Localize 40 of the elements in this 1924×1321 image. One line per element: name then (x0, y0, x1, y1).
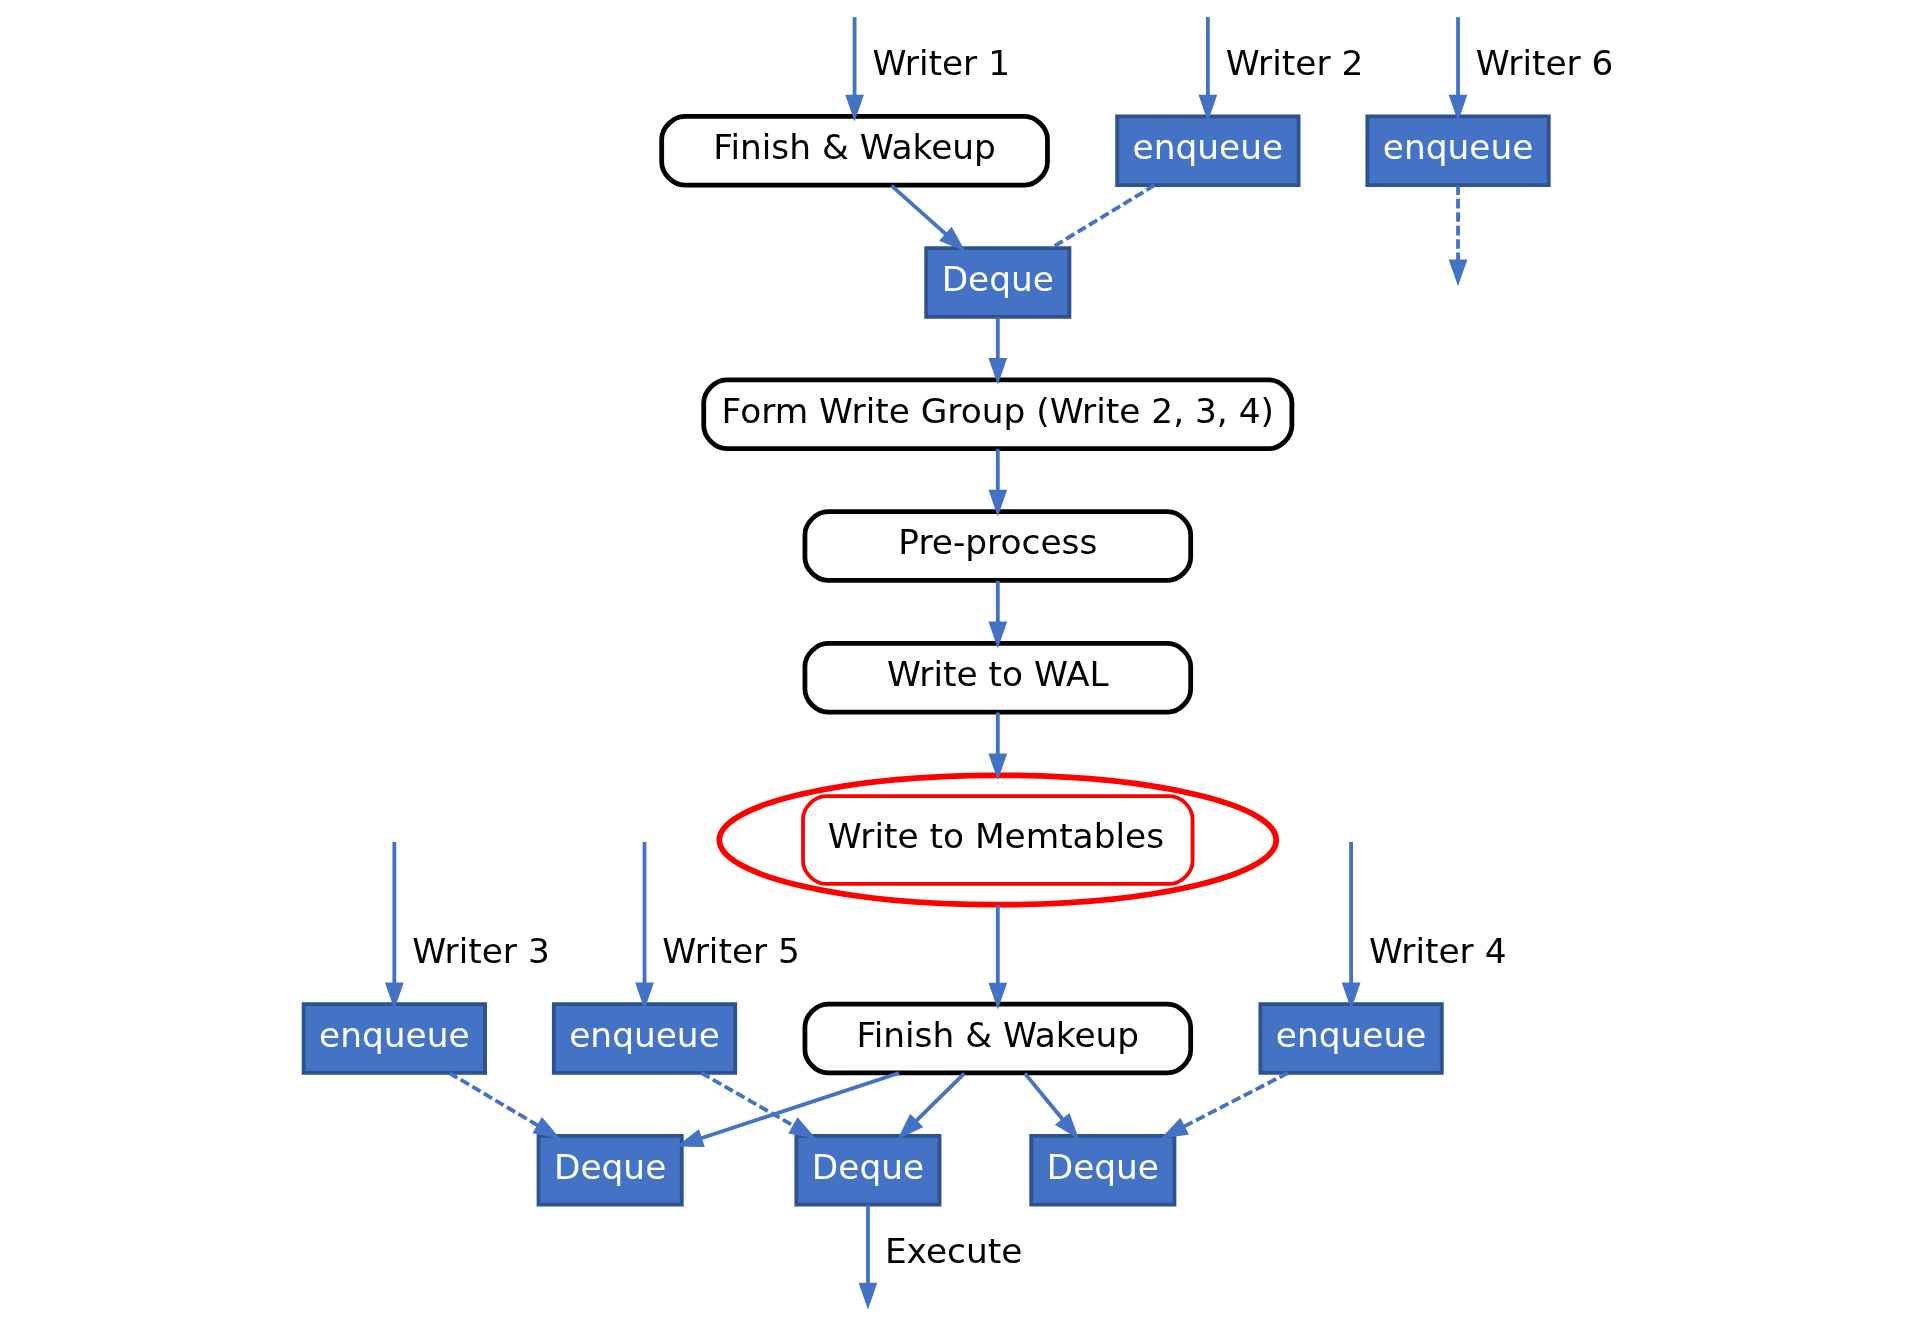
arrow (890, 184, 966, 252)
connector (1050, 183, 1156, 250)
edge-label: Writer 4 (1368, 930, 1507, 971)
arrow (676, 1071, 900, 1147)
arrow (988, 317, 1008, 385)
arrow (1448, 17, 1468, 122)
arrow (988, 905, 1008, 1010)
node-box: Pre-process (802, 509, 1194, 583)
node-box: Form Write Group (Write 2, 3, 4) (701, 377, 1295, 452)
node-box: Deque (1029, 1134, 1177, 1207)
edge-label: Writer 6 (1475, 43, 1614, 84)
node-ellipse: Write to Memtables (716, 772, 1280, 908)
arrow (858, 1204, 878, 1310)
node-box: enqueue (1258, 1002, 1444, 1075)
arrow (448, 1071, 561, 1139)
edge-label: Writer 3 (412, 930, 550, 971)
arrow (1160, 1071, 1289, 1139)
node-box: enqueue (551, 1002, 738, 1075)
arrow (1023, 1072, 1080, 1140)
arrow (897, 1072, 966, 1140)
node-box: enqueue (301, 1002, 487, 1075)
edge-label: Writer 5 (662, 930, 800, 971)
node-box: Deque (536, 1134, 684, 1207)
arrow (700, 1071, 817, 1139)
node-box: Finish & Wakeup (659, 113, 1050, 188)
node-box: enqueue (1365, 114, 1551, 187)
arrow (845, 17, 864, 122)
node-box: Finish & Wakeup (802, 1001, 1194, 1076)
arrow (988, 712, 1008, 781)
node-box: Write to WAL (802, 641, 1194, 715)
node-box: Deque (794, 1134, 942, 1207)
edge-label: Execute (884, 1230, 1023, 1271)
node-box: enqueue (1115, 114, 1301, 187)
arrow (988, 580, 1008, 649)
edge-label: Writer 1 (872, 43, 1011, 84)
edge-label: Writer 2 (1225, 43, 1364, 84)
node-box: Deque (924, 246, 1072, 319)
arrow (1448, 185, 1468, 287)
arrow (988, 449, 1008, 517)
arrow (1198, 17, 1218, 122)
